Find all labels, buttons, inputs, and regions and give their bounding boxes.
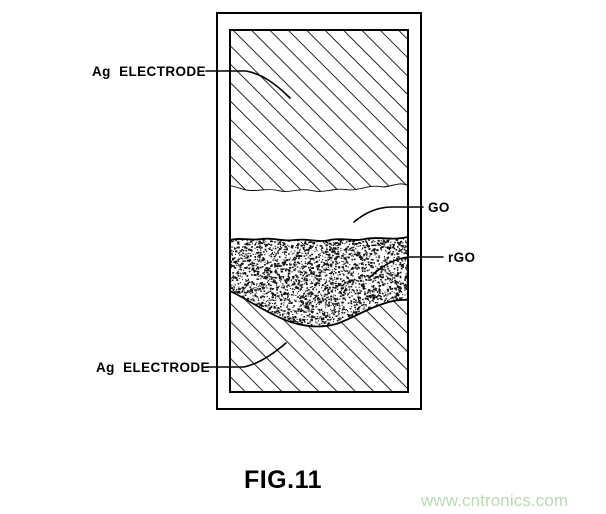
layer-top-electrode (230, 30, 408, 192)
layer-go (230, 184, 408, 241)
label-go: GO (428, 200, 450, 215)
site-watermark: www.cntronics.com (420, 491, 568, 510)
leader-line-top-electrode (205, 70, 291, 99)
figure-caption: FIG.11 (244, 466, 322, 494)
label-top-electrode: Ag ELECTRODE (92, 64, 206, 79)
label-bottom-electrode: Ag ELECTRODE (96, 360, 210, 375)
boundary-rgo-bottom-electrode (229, 290, 409, 328)
leader-line-go (353, 206, 424, 223)
boundary-go-rgo (229, 236, 409, 242)
inner-device-frame-outline (229, 29, 409, 393)
leader-line-bottom-electrode (205, 342, 287, 368)
outer-frame (216, 12, 422, 410)
label-rgo: rGO (448, 250, 475, 265)
leader-line-rgo (369, 256, 444, 278)
